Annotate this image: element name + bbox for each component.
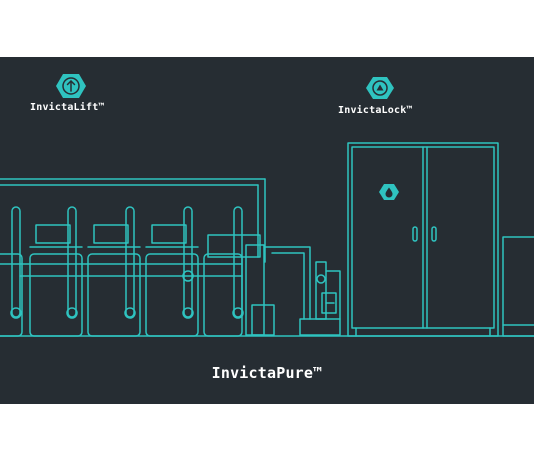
right-unit [502, 236, 534, 337]
arrow-up-hexagon-icon [56, 74, 86, 98]
invicta-lock-label: InvictaLock™ [338, 105, 413, 116]
pipe-header [0, 178, 266, 263]
invicta-lift-label: InvictaLift™ [30, 102, 105, 113]
tank-row [0, 206, 244, 337]
lock-cabinet [347, 142, 499, 337]
diagram-panel: InvictaLift™ InvictaLock™ InvictaPure™ [0, 57, 534, 404]
invicta-pure-label: InvictaPure™ [211, 364, 323, 382]
triangle-hexagon-icon [366, 77, 394, 99]
pump-assembly [207, 234, 341, 336]
equipment-diagram [0, 74, 534, 337]
water-drop-icon [379, 184, 399, 200]
